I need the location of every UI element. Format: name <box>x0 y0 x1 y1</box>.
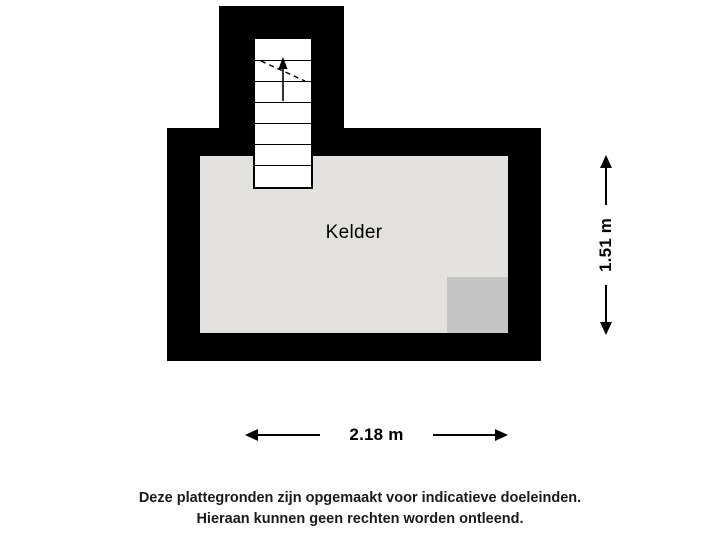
stair-step <box>253 102 313 103</box>
stair-step <box>253 165 313 166</box>
stair-step <box>253 123 313 124</box>
stair-step <box>253 144 313 145</box>
disclaimer-text: Deze plattegronden zijn opgemaakt voor i… <box>0 488 720 530</box>
room-label: Kelder <box>325 222 383 243</box>
width-dimension-label: 2.18 m <box>320 422 433 448</box>
height-dimension-label: 1.51 m <box>589 205 623 285</box>
disclaimer-line-1: Deze plattegronden zijn opgemaakt voor i… <box>138 490 582 506</box>
corner-block <box>447 277 508 333</box>
disclaimer-line-2: Hieraan kunnen geen rechten worden ontle… <box>196 511 524 527</box>
stair-direction-arrow-icon <box>260 57 306 101</box>
